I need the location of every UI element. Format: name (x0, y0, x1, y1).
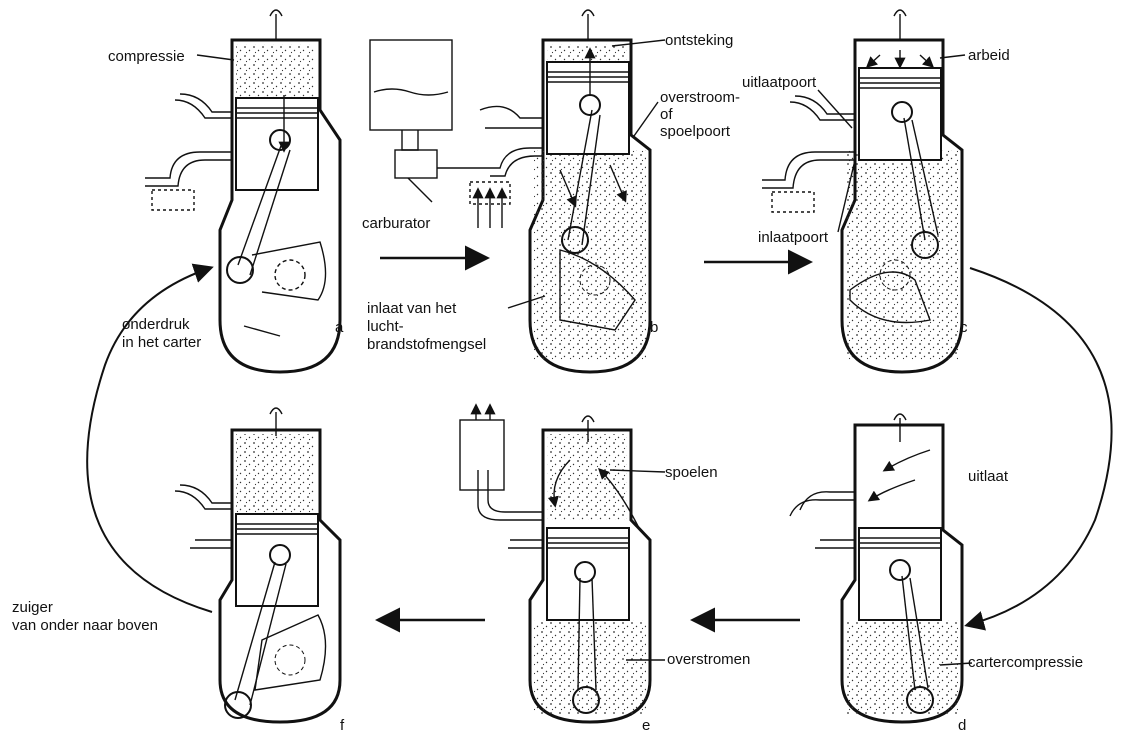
carburetor (370, 40, 490, 178)
label-carburator: carburator (362, 215, 430, 232)
piston-a (236, 98, 318, 190)
stage-letter-c: c (960, 319, 968, 336)
label-inlaatpoort: inlaatpoort (758, 229, 829, 246)
stage-letter-a: a (335, 319, 344, 336)
engine-d (790, 414, 962, 722)
engine-f (175, 408, 340, 722)
piston-d (859, 528, 941, 620)
piston-e (547, 528, 629, 620)
label-uitlaat: uitlaat (968, 468, 1009, 485)
stage-letter-f: f (340, 717, 345, 734)
label-compressie: compressie (108, 48, 185, 65)
piston-f (236, 514, 318, 606)
label-inlaat-1: inlaat van het (367, 300, 457, 317)
label-ontsteking: ontsteking (665, 32, 733, 49)
label-overstroom-3: spoelpoort (660, 123, 731, 140)
label-overstromen: overstromen (667, 651, 750, 668)
label-inlaat-3: brandstofmengsel (367, 336, 486, 353)
stage-letter-e: e (642, 717, 650, 734)
label-arbeid: arbeid (968, 47, 1010, 64)
engine-e (460, 406, 650, 722)
piston-c (859, 68, 941, 160)
stage-letter-b: b (650, 319, 658, 336)
label-onderdruk-1: onderdruk (122, 316, 190, 333)
label-cartercompressie: cartercompressie (968, 654, 1083, 671)
label-overstroom-2: of (660, 106, 673, 123)
charge-region-a (236, 44, 316, 98)
engine-b (470, 10, 650, 372)
label-uitlaatpoort: uitlaatpoort (742, 74, 817, 91)
label-overstroom-1: overstroom- (660, 89, 740, 106)
label-inlaat-2: lucht- (367, 318, 404, 335)
label-zuiger-1: zuiger (12, 599, 53, 616)
label-onderdruk-2: in het carter (122, 334, 201, 351)
label-spoelen: spoelen (665, 464, 718, 481)
stage-letter-d: d (958, 717, 966, 734)
engine-c (762, 10, 962, 372)
label-zuiger-2: van onder naar boven (12, 617, 158, 634)
piston-b (547, 62, 629, 154)
